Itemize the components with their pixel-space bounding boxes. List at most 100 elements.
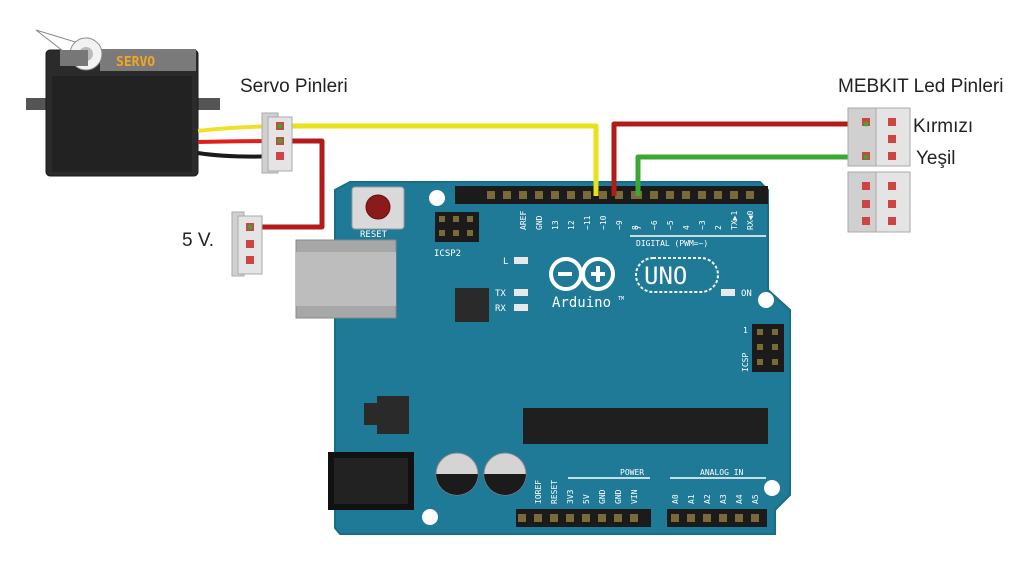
servo-pins-label: Servo Pinleri bbox=[240, 76, 348, 97]
capacitor bbox=[435, 452, 479, 496]
arduino-brand-text: Arduino bbox=[552, 295, 611, 311]
pin-label: 4 bbox=[682, 225, 691, 230]
servo-pin-connector bbox=[261, 112, 293, 174]
header-pin bbox=[698, 191, 706, 199]
pin-label: A1 bbox=[687, 494, 696, 504]
header-pin bbox=[687, 514, 695, 522]
pin-label: 5V bbox=[582, 494, 591, 504]
red-led-label: Kırmızı bbox=[913, 116, 974, 137]
pin-label: RESET bbox=[550, 480, 559, 504]
arduino-logo bbox=[549, 257, 615, 291]
led-l bbox=[514, 257, 528, 264]
pin-label: 3V3 bbox=[566, 489, 575, 504]
header-pin bbox=[746, 191, 754, 199]
atmega-chip bbox=[523, 408, 768, 444]
pin-label: ~3 bbox=[698, 220, 707, 230]
jumper-wires bbox=[250, 121, 866, 230]
pin-label: A3 bbox=[719, 494, 728, 504]
header-pin bbox=[719, 514, 727, 522]
pin-label: AREF bbox=[519, 211, 528, 230]
pin-label: ~5 bbox=[666, 220, 675, 230]
wire-pin8-to-red-led bbox=[611, 121, 866, 196]
pin-label: GND bbox=[535, 215, 544, 230]
pin-label: A0 bbox=[671, 494, 680, 504]
pin-label: A4 bbox=[735, 494, 744, 504]
pin-label: TX▶1 bbox=[730, 211, 739, 230]
header-pin bbox=[567, 191, 575, 199]
trademark-text: TM bbox=[618, 296, 624, 302]
led-pins-label: MEBKIT Led Pinleri bbox=[838, 76, 1004, 97]
header-pin bbox=[550, 514, 558, 522]
pin-label: 12 bbox=[567, 220, 576, 230]
header-pin bbox=[518, 514, 526, 522]
pin-label: 13 bbox=[551, 220, 560, 230]
header-pin bbox=[487, 191, 495, 199]
header-pin bbox=[730, 191, 738, 199]
header-pin bbox=[534, 514, 542, 522]
header-pin bbox=[599, 191, 607, 199]
pin-label: 2 bbox=[714, 225, 723, 230]
mounting-hole bbox=[422, 509, 438, 525]
header-pin bbox=[615, 191, 623, 199]
analog-label: ANALOG IN bbox=[700, 468, 744, 477]
icsp2-label: ICSP2 bbox=[434, 249, 461, 259]
reset-label: RESET bbox=[360, 230, 388, 240]
pin-label: A2 bbox=[703, 494, 712, 504]
led-on-label: ON bbox=[741, 289, 752, 299]
header-pin bbox=[583, 191, 591, 199]
green-led-label: Yeşil bbox=[916, 148, 956, 169]
header-pin bbox=[703, 514, 711, 522]
header-pin bbox=[714, 191, 722, 199]
pin-label: ~10 bbox=[599, 215, 608, 230]
digital-label: DIGITAL (PWM=~) bbox=[636, 239, 708, 248]
wire-pin7-to-green-led bbox=[635, 154, 866, 196]
pin-label: GND bbox=[598, 489, 607, 504]
led-rx bbox=[514, 304, 528, 311]
pin-label: ~11 bbox=[583, 215, 592, 230]
servo-body-text: SERVO bbox=[116, 55, 155, 70]
pin-label: VIN bbox=[630, 489, 639, 504]
header-pin bbox=[630, 514, 638, 522]
header-pin bbox=[598, 514, 606, 522]
five-volt-connector bbox=[231, 211, 263, 277]
uno-badge bbox=[635, 257, 719, 293]
uno-text: UNO bbox=[644, 262, 687, 290]
pin-label: ~9 bbox=[615, 220, 624, 230]
wire-5v-to-servo bbox=[250, 138, 325, 230]
header-pin bbox=[535, 191, 543, 199]
header-pin bbox=[614, 514, 622, 522]
header-pin bbox=[666, 191, 674, 199]
icsp-header bbox=[752, 324, 784, 372]
header-pin bbox=[551, 191, 559, 199]
header-pin bbox=[566, 514, 574, 522]
pin-label: RX◀0 bbox=[746, 211, 755, 230]
header-pin bbox=[650, 191, 658, 199]
pin-label: GND bbox=[614, 489, 623, 504]
led-tx-label: TX bbox=[495, 289, 506, 299]
led-on bbox=[721, 289, 735, 296]
pin-label: A5 bbox=[751, 494, 760, 504]
servo-label-plate bbox=[100, 49, 196, 71]
icsp-pin1-label: 1 bbox=[743, 326, 748, 335]
pin-label: 8 bbox=[631, 225, 640, 230]
five-volt-label: 5 V. bbox=[182, 230, 215, 251]
header-pin bbox=[682, 191, 690, 199]
mounting-hole bbox=[764, 480, 780, 496]
mounting-hole bbox=[429, 190, 445, 206]
power-label: POWER bbox=[620, 468, 644, 477]
header-pin bbox=[751, 514, 759, 522]
led-rx-label: RX bbox=[495, 304, 506, 314]
mounting-hole bbox=[758, 292, 774, 308]
usb-chip bbox=[455, 288, 489, 322]
led-l-label: L bbox=[503, 257, 508, 267]
header-pin bbox=[671, 514, 679, 522]
pin-label: IOREF bbox=[534, 480, 543, 504]
analog-header bbox=[667, 509, 767, 527]
pin-label: ~6 bbox=[650, 220, 659, 230]
led-tx bbox=[514, 289, 528, 296]
header-pin bbox=[735, 514, 743, 522]
icsp-label: ICSP bbox=[741, 353, 750, 372]
pin-label: 7 bbox=[634, 225, 643, 230]
